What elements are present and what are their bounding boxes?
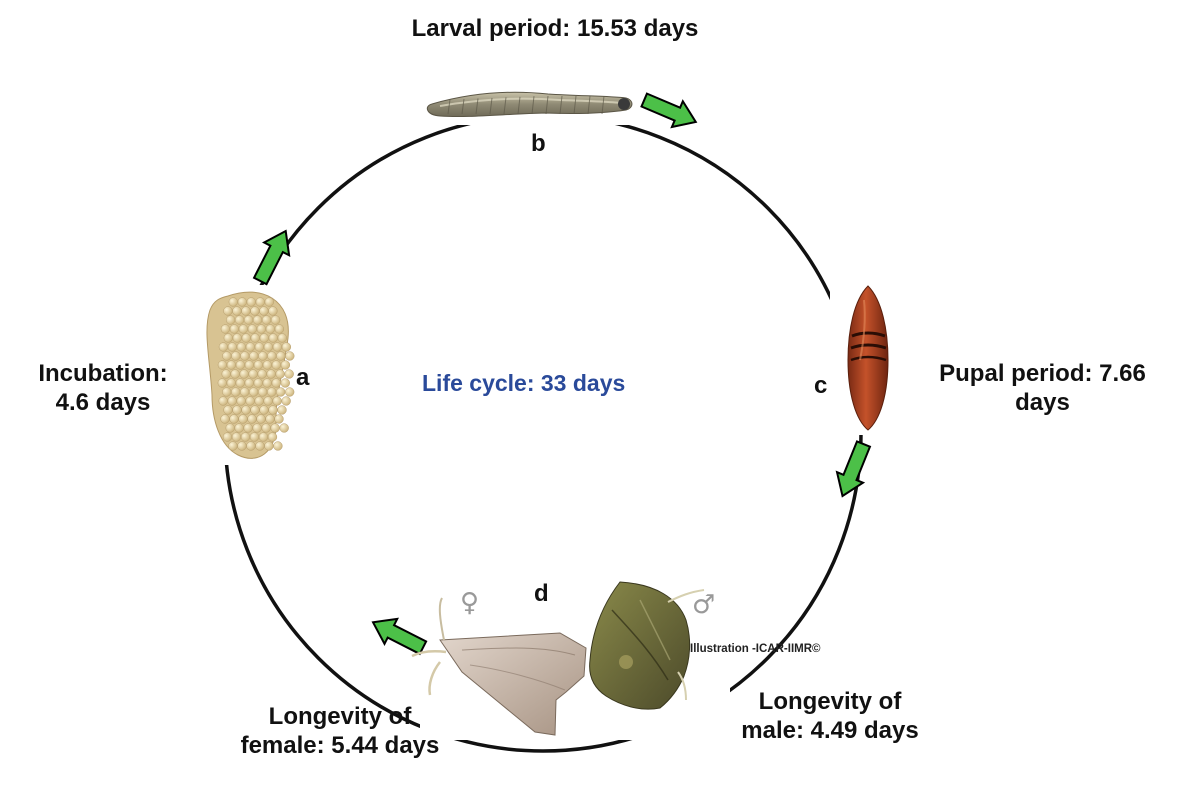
pupal-period-label-line1: Pupal period: 7.66 [905,360,1180,389]
arrow-b-to-c-icon [639,87,701,135]
stage-letter-b: b [531,130,546,159]
male-longevity-label: Longevity of male: 4.49 days [700,688,960,746]
illustration-credit: Illustration -ICAR-IIMR© [690,643,821,655]
arrow-a-to-b-icon [248,225,298,288]
incubation-label-line2: 4.6 days [18,389,188,418]
life-cycle-title: Life cycle: 33 days [422,370,625,398]
arrow-c-to-d-icon [830,439,877,501]
larval-period-label: Larval period: 15.53 days [360,15,750,44]
male-longevity-label-line1: Longevity of [700,688,960,717]
stage-letter-c: c [814,372,827,401]
female-longevity-label-line2: female: 5.44 days [195,732,485,761]
male-symbol-icon: ♂ [692,592,715,618]
incubation-label-line1: Incubation: [18,360,188,389]
incubation-label: Incubation: 4.6 days [18,360,188,418]
female-longevity-label: Longevity of female: 5.44 days [195,703,485,761]
pupal-period-label: Pupal period: 7.66 days [905,360,1180,418]
stage-letter-a: a [296,364,309,393]
female-symbol-icon: ♀ [460,590,479,616]
stage-letter-d: d [534,580,549,609]
male-longevity-label-line2: male: 4.49 days [700,717,960,746]
female-longevity-label-line1: Longevity of [195,703,485,732]
pupal-period-label-line2: days [905,389,1180,418]
